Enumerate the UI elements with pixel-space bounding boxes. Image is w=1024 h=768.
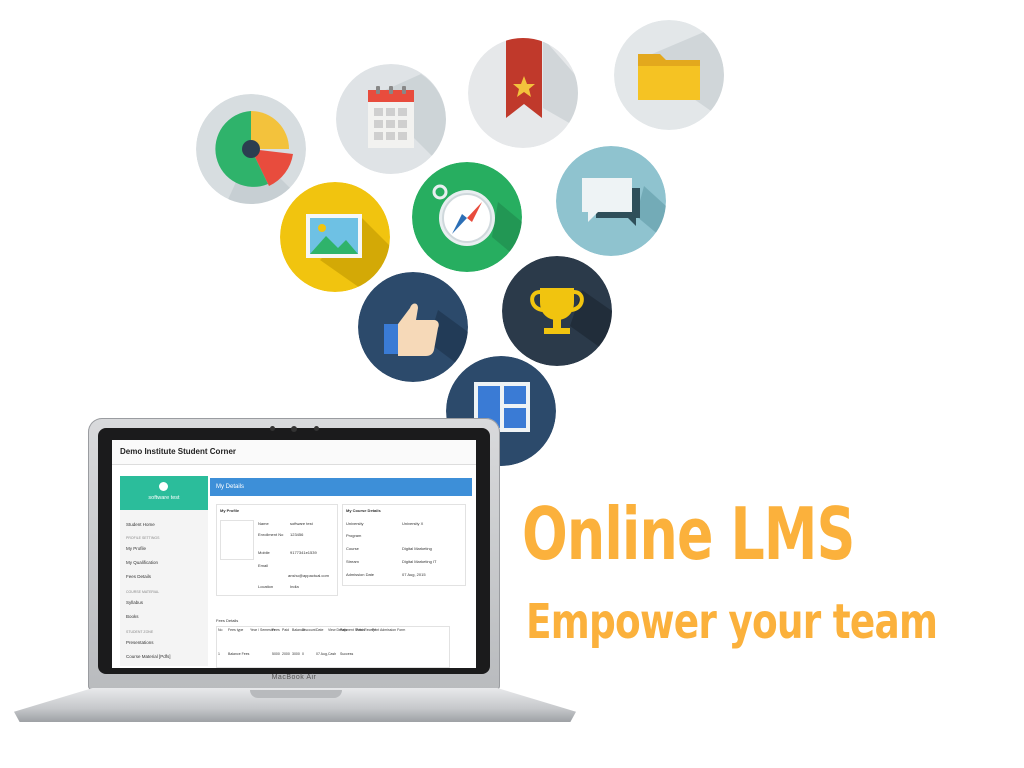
field-label: University: [346, 521, 364, 526]
profile-section-title: My Profile: [220, 508, 240, 513]
sidebar-item-course-material[interactable]: Course Material [Pdfs]: [126, 654, 171, 659]
sidebar-item-qualification[interactable]: My Qualification: [126, 560, 159, 565]
fees-cell: Success: [340, 652, 354, 656]
sidebar-section-profile: PROFILE SETTINGS: [126, 536, 160, 540]
sidebar-item-syllabus[interactable]: Syllabus: [126, 600, 144, 605]
field-label: Stream: [346, 559, 359, 564]
fees-cell: 2000: [282, 652, 290, 656]
fees-cell: Cash: [328, 652, 337, 656]
app-title: Demo Institute Student Corner: [120, 447, 237, 456]
sidebar-item-fees[interactable]: Fees Details: [126, 574, 152, 579]
fees-cell: 5000: [272, 652, 280, 656]
fees-cell: 3000: [292, 652, 300, 656]
sidebar-item-my-profile[interactable]: My Profile: [126, 546, 147, 551]
fees-header-cell: Year / Semester: [250, 628, 275, 632]
laptop-model-label: MacBook Air: [271, 674, 317, 681]
fees-header-cell: Date: [316, 628, 324, 632]
fees-header-cell: No: [218, 628, 223, 632]
profile-card[interactable]: software test: [120, 476, 208, 510]
fees-cell: 0: [302, 652, 304, 656]
fees-section-title: Fees Details: [216, 618, 239, 623]
field-value: software test: [290, 521, 313, 526]
fees-header-cell: Balance: [292, 628, 305, 632]
app-sidebar: software test Student Home PROFILE SETTI…: [120, 476, 208, 666]
field-label: Mobile: [258, 550, 270, 555]
image-icon: [280, 182, 390, 292]
field-label: Name: [258, 521, 269, 526]
field-value: 123456: [290, 532, 304, 537]
trophy-icon: [502, 256, 612, 366]
folder-icon: [614, 20, 724, 130]
main-title: My Details: [216, 484, 245, 490]
field-value: 9177341e1539: [290, 550, 317, 555]
app-header: Demo Institute Student Corner: [112, 440, 476, 465]
headline-title: Online LMS: [522, 492, 855, 576]
course-panel: [342, 504, 466, 586]
calendar-icon: [336, 64, 446, 174]
field-value: India: [290, 584, 299, 589]
sidebar-item-presentations[interactable]: Presentations: [126, 640, 154, 645]
field-label: Course: [346, 546, 359, 551]
sidebar-section-course: COURSE MATERIAL: [126, 590, 160, 594]
field-value: anshu@appactual.com: [288, 573, 329, 578]
main-title-bar: [210, 478, 472, 496]
field-value: Digital Marketing: [402, 546, 432, 551]
fees-header-cell: Print Receipt: [356, 628, 377, 632]
laptop-notch: [250, 690, 342, 698]
pie-chart-icon: [196, 94, 306, 204]
field-value: Digital Marketing IT: [402, 559, 437, 564]
fees-header-cell: Print Admission Form: [372, 628, 406, 632]
fees-table: [216, 626, 450, 668]
compass-icon: [412, 162, 522, 272]
fees-cell: 07 Aug,: [316, 652, 328, 656]
user-name: software test: [148, 495, 180, 501]
field-label: Enrollment No: [258, 532, 284, 537]
field-value: University X: [402, 521, 424, 526]
camera-lens: [291, 426, 297, 432]
thumbs-up-icon: [358, 272, 468, 382]
fees-header-cell: Fees: [272, 628, 280, 632]
fees-header-cell: Discount: [302, 628, 316, 632]
field-value: 07 Aug, 2015: [402, 572, 426, 577]
camera-dot: [270, 426, 275, 431]
headline-tagline: Empower your team: [526, 594, 938, 650]
fees-header-cell: Payment Status: [340, 628, 365, 632]
sidebar-item-books[interactable]: Books: [126, 614, 139, 619]
bookmark-icon: [468, 38, 578, 148]
fees-cell: Balance Fees: [228, 652, 250, 656]
fees-cell: 1: [218, 652, 220, 656]
course-section-title: My Course Details: [346, 508, 381, 513]
field-label: Location: [258, 584, 274, 589]
field-label: Email: [258, 563, 269, 568]
profile-panel: [216, 504, 338, 596]
camera-dot: [314, 426, 319, 431]
profile-photo: [220, 520, 254, 560]
fees-header-cell: Fees type: [228, 628, 244, 632]
laptop-screen: Demo Institute Student Corner software t…: [112, 440, 476, 668]
sidebar-item-home[interactable]: Student Home: [126, 522, 155, 527]
field-label: Admission Date: [346, 572, 375, 577]
avatar: [159, 482, 168, 491]
fees-header-cell: Paid: [282, 628, 290, 632]
sidebar-section-study: STUDENT ZONE: [126, 630, 154, 634]
fees-header-cell: View Details: [328, 628, 348, 632]
field-label: Program: [346, 533, 362, 538]
chat-icon: [556, 146, 666, 256]
